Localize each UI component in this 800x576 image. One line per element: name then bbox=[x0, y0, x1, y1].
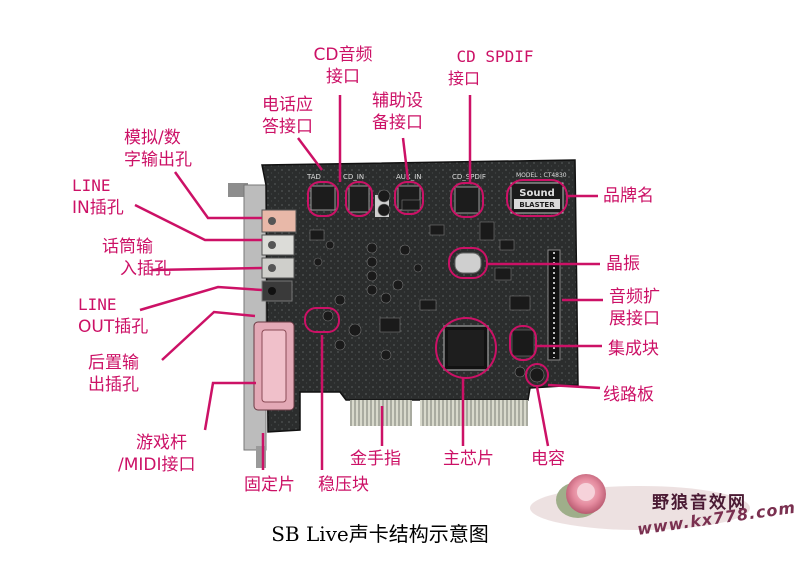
brand-logo-plate: Sound BLASTER bbox=[510, 182, 564, 214]
highlight-spdif bbox=[450, 182, 484, 218]
label-main-chip: 主芯片 bbox=[443, 449, 494, 469]
label-cd-spdif-line2: 接口 bbox=[448, 69, 481, 88]
watermark-site-name: 野狼音效网 bbox=[652, 493, 747, 513]
rose-watermark-image bbox=[530, 474, 750, 530]
label-expansion-line2: 展接口 bbox=[609, 309, 660, 329]
label-pcb: 线路板 bbox=[603, 385, 654, 405]
label-rear-out: 后置输 出插孔 bbox=[88, 352, 139, 396]
label-line-out: LINE OUT插孔 bbox=[78, 294, 148, 338]
label-analog-line1: 模拟/数 bbox=[124, 128, 181, 148]
label-cd-spdif-line1: CD SPDIF bbox=[456, 47, 534, 66]
highlight-aux bbox=[394, 181, 424, 215]
label-expansion: 音频扩 展接口 bbox=[609, 286, 660, 330]
crystal-body bbox=[454, 252, 482, 274]
game-port-connector bbox=[253, 321, 295, 411]
label-expansion-line1: 音频扩 bbox=[609, 287, 660, 307]
label-cd-audio-line1: CD音频 bbox=[313, 45, 373, 65]
label-capacitor: 电容 bbox=[531, 449, 565, 469]
label-rear-line1: 后置输 bbox=[88, 353, 139, 373]
label-cd-audio: CD音频 接口 bbox=[303, 44, 383, 88]
label-line-out-line1: LINE bbox=[78, 295, 117, 314]
label-rear-line2: 出插孔 bbox=[88, 375, 139, 395]
label-line-in-line2: IN插孔 bbox=[72, 198, 124, 218]
label-analog-digital-out: 模拟/数 字输出孔 bbox=[124, 127, 192, 171]
label-brand: 品牌名 bbox=[603, 186, 654, 206]
highlight-ic bbox=[509, 325, 537, 361]
label-analog-line2: 字输出孔 bbox=[124, 150, 192, 170]
label-line-in: LINE IN插孔 bbox=[72, 175, 124, 219]
label-joystick-line2: /MIDI接口 bbox=[118, 455, 196, 475]
expansion-header-pins bbox=[547, 249, 561, 361]
label-tad-line2: 答接口 bbox=[262, 117, 313, 137]
silk-tad: TAD bbox=[306, 173, 321, 181]
label-joystick-line1: 游戏杆 bbox=[136, 433, 187, 453]
label-aux-line2: 备接口 bbox=[372, 113, 423, 133]
silk-model: MODEL : CT4830 bbox=[516, 172, 567, 179]
leader-lines bbox=[134, 95, 603, 470]
label-tad: 电话应 答接口 bbox=[262, 94, 313, 138]
audio-jacks bbox=[261, 209, 297, 302]
highlight-brand bbox=[506, 179, 568, 217]
label-aux: 辅助设 备接口 bbox=[372, 90, 423, 134]
highlight-regulator bbox=[304, 307, 340, 333]
label-cd-spdif: CD SPDIF 接口 bbox=[440, 46, 550, 90]
label-ic: 集成块 bbox=[608, 339, 659, 359]
label-tad-line1: 电话应 bbox=[262, 95, 313, 115]
label-mic-line1: 话筒输 bbox=[102, 237, 153, 257]
label-mic-line2: 入插孔 bbox=[120, 259, 171, 279]
label-bracket: 固定片 bbox=[244, 475, 295, 495]
silk-cd-in: CD_IN bbox=[343, 173, 364, 181]
brand-logo-top: Sound bbox=[519, 188, 554, 199]
label-line-in-line1: LINE bbox=[72, 176, 111, 195]
brand-logo-bottom: BLASTER bbox=[519, 201, 555, 209]
highlight-capacitor bbox=[525, 363, 549, 387]
highlight-tad bbox=[307, 181, 339, 217]
label-mic-in: 话筒输 入插孔 bbox=[102, 236, 171, 280]
label-gold-finger: 金手指 bbox=[350, 449, 401, 469]
label-joystick-midi: 游戏杆 /MIDI接口 bbox=[118, 432, 196, 476]
gold-finger-pins bbox=[350, 400, 528, 426]
main-chip-body bbox=[443, 325, 489, 371]
label-cd-audio-line2: 接口 bbox=[326, 67, 360, 87]
label-regulator: 稳压块 bbox=[318, 475, 369, 495]
label-line-out-line2: OUT插孔 bbox=[78, 317, 149, 337]
highlight-cd-in bbox=[345, 181, 373, 217]
label-aux-line1: 辅助设 bbox=[372, 91, 423, 111]
highlight-main-chip bbox=[435, 317, 497, 379]
highlight-circles bbox=[304, 179, 568, 387]
board-components bbox=[309, 189, 545, 383]
label-crystal: 晶振 bbox=[606, 254, 640, 274]
diagram-caption: SB Live声卡结构示意图 bbox=[271, 522, 489, 546]
